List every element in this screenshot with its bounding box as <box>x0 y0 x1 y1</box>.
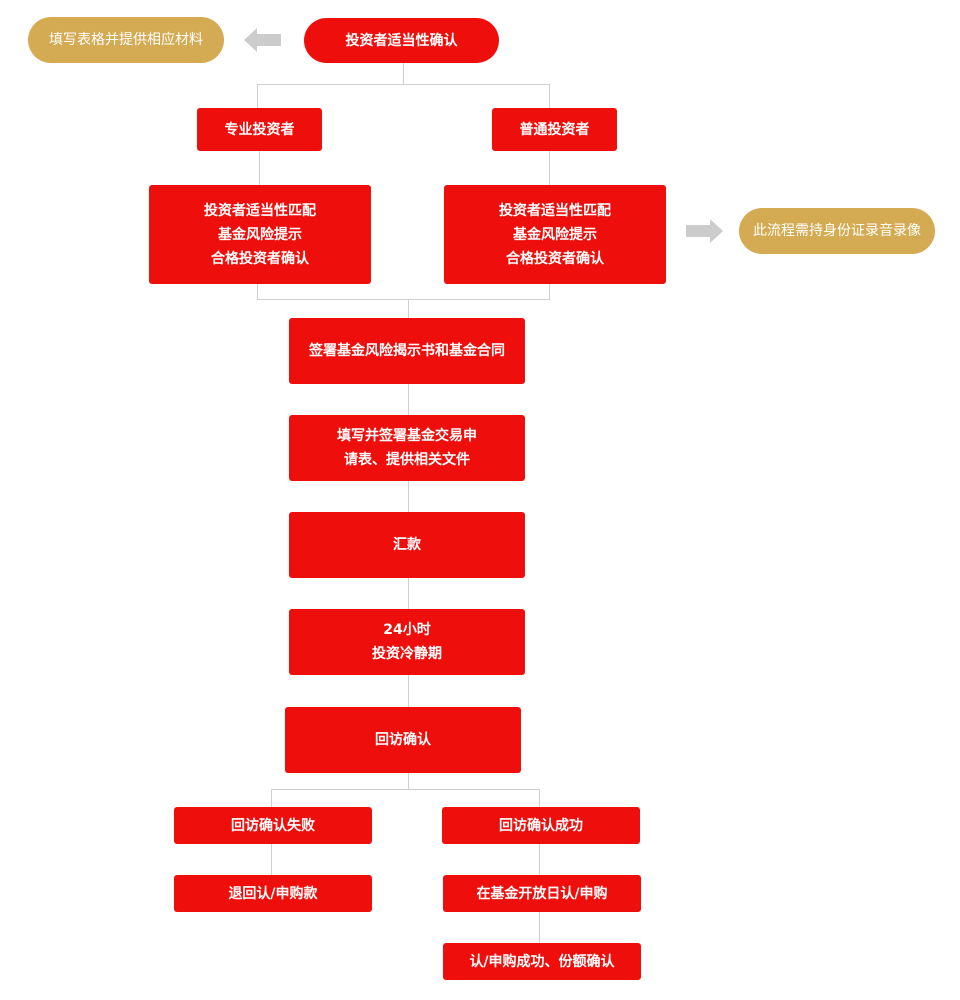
note-fill-form: 填写表格并提供相应材料 <box>28 17 224 63</box>
node-subscription-success: 认/申购成功、份额确认 <box>443 943 641 980</box>
node-line: 填写表格并提供相应材料 <box>49 32 203 48</box>
note-recording: 此流程需持身份证录音录像 <box>739 208 935 254</box>
connector <box>271 789 540 790</box>
node-line: 此流程需持身份证录音录像 <box>753 223 921 239</box>
node-remit: 汇款 <box>289 512 525 578</box>
node-line: 签署基金风险揭示书和基金合同 <box>309 343 505 359</box>
node-suitability-match-right: 投资者适当性匹配 基金风险提示 合格投资者确认 <box>444 185 666 284</box>
node-line: 投资者适当性匹配 <box>499 202 611 219</box>
connector <box>257 84 550 85</box>
arrow-right-icon <box>686 219 723 243</box>
connector <box>257 283 258 299</box>
node-line: 投资者适当性确认 <box>345 32 458 49</box>
node-line: 24小时 <box>383 622 431 638</box>
node-fill-application: 填写并签署基金交易申 请表、提供相关文件 <box>289 415 525 481</box>
node-open-day-subscribe: 在基金开放日认/申购 <box>443 875 641 912</box>
connector <box>259 150 260 185</box>
connector <box>257 299 550 300</box>
connector <box>539 911 540 943</box>
connector <box>271 843 272 875</box>
node-line: 回访确认失败 <box>231 817 315 834</box>
node-cooling-period: 24小时 投资冷静期 <box>289 609 525 675</box>
node-callback-fail: 回访确认失败 <box>174 807 372 844</box>
arrow-left-icon <box>244 28 281 52</box>
node-line: 填写并签署基金交易申 <box>337 428 477 444</box>
node-line: 专业投资者 <box>224 121 295 138</box>
node-line: 回访确认成功 <box>499 817 583 834</box>
connector <box>408 577 409 609</box>
connector <box>257 84 258 108</box>
node-line: 汇款 <box>393 537 421 553</box>
node-line: 在基金开放日认/申购 <box>476 885 608 902</box>
node-line: 认/申购成功、份额确认 <box>469 953 615 970</box>
node-ordinary-investor: 普通投资者 <box>492 108 617 151</box>
node-callback-confirm: 回访确认 <box>285 707 521 773</box>
node-line: 退回认/申购款 <box>228 885 318 902</box>
connector <box>403 62 404 84</box>
connector <box>408 383 409 415</box>
connector <box>408 772 409 789</box>
node-sign-contract: 签署基金风险揭示书和基金合同 <box>289 318 525 384</box>
node-line: 投资冷静期 <box>372 646 442 662</box>
node-line: 合格投资者确认 <box>506 250 604 267</box>
node-refund: 退回认/申购款 <box>174 875 372 912</box>
node-professional-investor: 专业投资者 <box>197 108 322 151</box>
connector <box>271 789 272 807</box>
connector <box>539 843 540 875</box>
node-callback-success: 回访确认成功 <box>442 807 640 844</box>
connector <box>539 789 540 807</box>
node-suitability-match-left: 投资者适当性匹配 基金风险提示 合格投资者确认 <box>149 185 371 284</box>
node-suitability-check: 投资者适当性确认 <box>304 18 499 63</box>
connector <box>549 84 550 108</box>
connector <box>408 299 409 319</box>
node-line: 投资者适当性匹配 <box>204 202 316 219</box>
connector <box>408 480 409 512</box>
connector <box>549 283 550 299</box>
node-line: 基金风险提示 <box>513 226 597 243</box>
node-line: 请表、提供相关文件 <box>344 452 470 468</box>
node-line: 合格投资者确认 <box>211 250 309 267</box>
node-line: 基金风险提示 <box>218 226 302 243</box>
node-line: 回访确认 <box>375 732 431 748</box>
connector <box>408 674 409 707</box>
node-line: 普通投资者 <box>519 121 590 138</box>
connector <box>549 150 550 185</box>
